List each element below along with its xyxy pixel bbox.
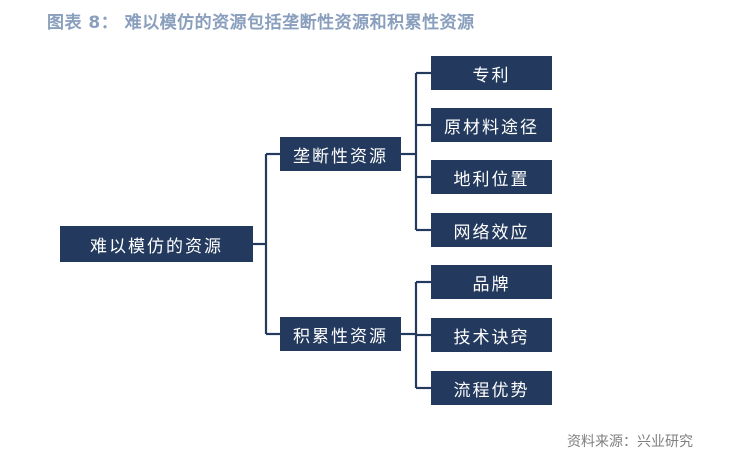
leaf-node-patent: 专利 xyxy=(431,56,552,90)
source-note: 资料来源：兴业研究 xyxy=(567,434,693,450)
leaf-node-brand: 品牌 xyxy=(431,265,552,299)
leaf-node-location: 地利位置 xyxy=(431,160,552,194)
leaf-node-know-how: 技术诀窍 xyxy=(431,318,552,352)
root-node: 难以模仿的资源 xyxy=(60,226,253,262)
figure-title: 图表 8： 难以模仿的资源包括垄断性资源和积累性资源 xyxy=(47,13,475,33)
leaf-node-network-effect: 网络效应 xyxy=(431,213,552,247)
leaf-node-raw-material-access: 原材料途径 xyxy=(431,108,552,142)
leaf-node-process-advantage: 流程优势 xyxy=(431,371,552,405)
branch-node-monopoly: 垄断性资源 xyxy=(280,137,401,171)
branch-node-accumulated: 积累性资源 xyxy=(280,317,401,351)
